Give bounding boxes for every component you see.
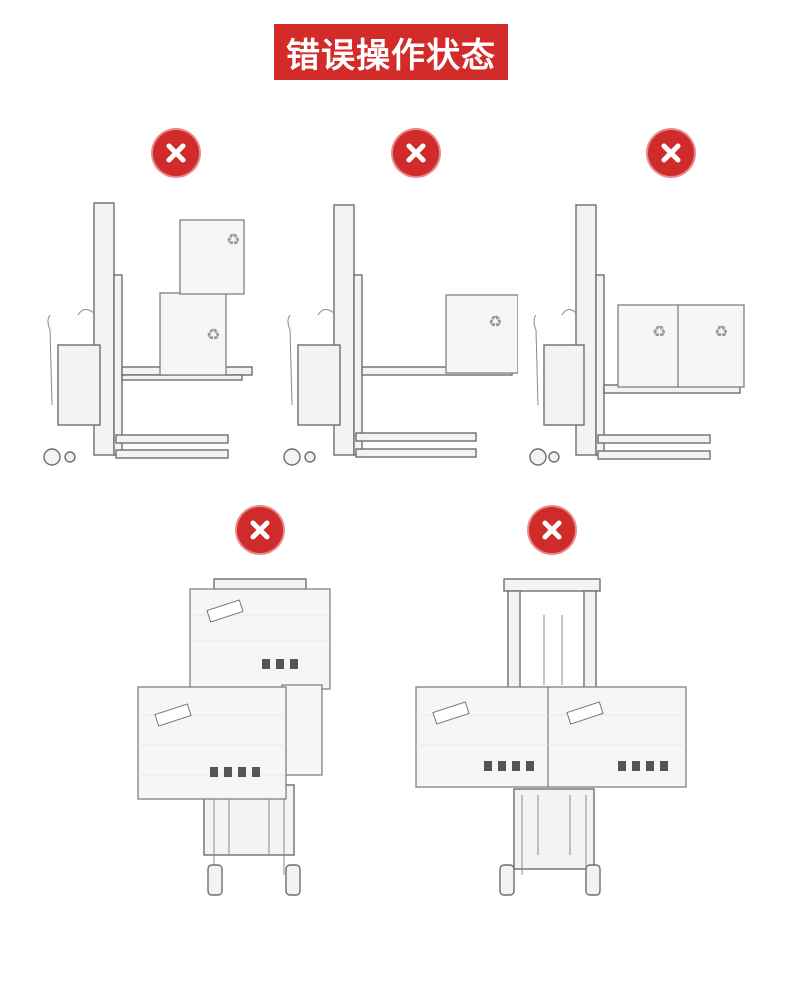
x-icon xyxy=(250,520,270,540)
stacker-scene-2: ♻ xyxy=(283,204,518,466)
error-badge-2 xyxy=(393,130,439,176)
error-badge-1 xyxy=(153,130,199,176)
stacker-scene-5 xyxy=(415,578,687,896)
svg-text:♻: ♻ xyxy=(488,312,502,331)
x-icon xyxy=(406,143,426,163)
box-icon: ♻ ♻ xyxy=(159,219,245,376)
error-badge-4 xyxy=(237,507,283,553)
x-icon xyxy=(542,520,562,540)
x-icon xyxy=(166,143,186,163)
svg-text:♻: ♻ xyxy=(206,325,220,344)
box-icon: ♻ xyxy=(445,294,518,374)
box-icon: ♻ ♻ xyxy=(617,304,745,388)
stacker-scene-1: ♻ ♻ xyxy=(43,202,253,466)
stacker-icon xyxy=(203,578,307,896)
stacker-icon xyxy=(499,578,601,896)
page-title: 错误操作状态 xyxy=(274,24,508,80)
stacker-icon xyxy=(529,204,741,466)
stacker-scene-4 xyxy=(137,578,331,896)
error-badge-5 xyxy=(529,507,575,553)
svg-text:♻: ♻ xyxy=(714,322,728,341)
svg-text:♻: ♻ xyxy=(652,322,666,341)
box-icon xyxy=(415,686,687,788)
x-icon xyxy=(661,143,681,163)
box-icon xyxy=(137,588,331,800)
stacker-icon xyxy=(283,204,513,466)
svg-text:♻: ♻ xyxy=(226,230,240,249)
error-badge-3 xyxy=(648,130,694,176)
stacker-scene-3: ♻ ♻ xyxy=(529,204,745,466)
